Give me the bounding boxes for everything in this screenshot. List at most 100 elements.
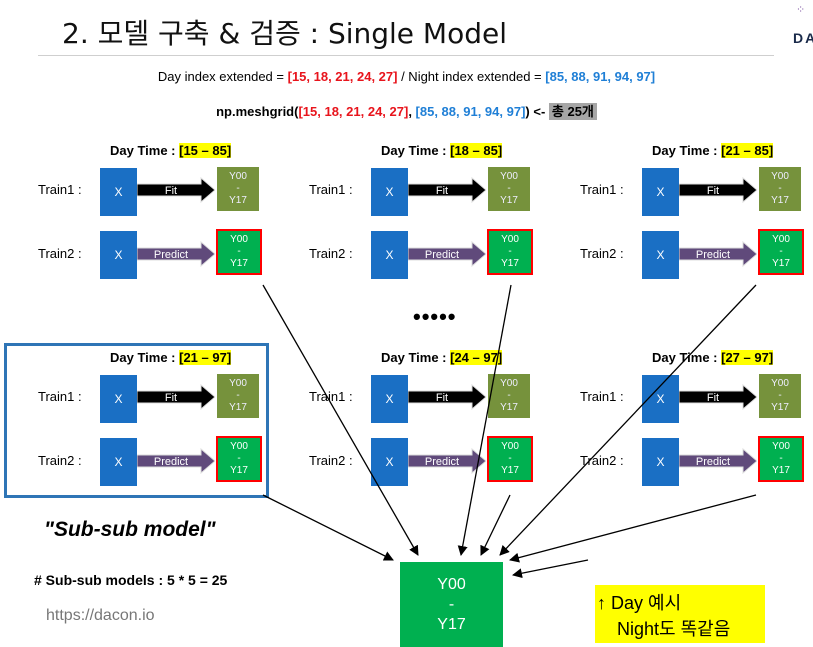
train2-prediction-box-mid: -: [508, 246, 512, 257]
fit-arrow-label: Fit: [707, 185, 719, 197]
predict-arrow-label: Predict: [425, 456, 459, 468]
predict-arrow-label: Predict: [154, 456, 188, 468]
train2-prediction-box-top: Y00: [230, 234, 248, 245]
train1-target-box-bottom: Y17: [229, 195, 247, 206]
train2-prediction-box-mid: -: [779, 453, 783, 464]
connector-line: [512, 559, 589, 579]
train1-target-box-bottom: Y17: [500, 402, 518, 413]
connector-line: [499, 284, 757, 556]
fit-arrow: Fit: [408, 177, 486, 203]
train1-target-box-mid: -: [778, 390, 782, 401]
meshgrid-comma: ,: [408, 104, 416, 119]
train1-target-box: Y00-Y17: [217, 167, 259, 211]
train2-prediction-box-bottom: Y17: [501, 258, 519, 269]
train2-prediction-box-bottom: Y17: [772, 465, 790, 476]
fit-arrow-label: Fit: [436, 392, 448, 404]
page-title: 2. 모델 구축 & 검증 : Single Model: [62, 17, 507, 50]
fit-arrow: Fit: [137, 384, 215, 410]
day-time-range: [18 – 85]: [450, 143, 503, 158]
predict-arrow: Predict: [137, 448, 215, 474]
model-block: Day Time : [27 – 97]Train1 :XFitY00-Y17T…: [580, 350, 813, 490]
day-index-values: [15, 18, 21, 24, 27]: [287, 69, 398, 84]
final-output-bottom: Y17: [437, 615, 466, 633]
train2-prediction-box-mid: -: [237, 453, 241, 464]
train1-target-box: Y00-Y17: [759, 374, 801, 418]
day-time-label: Day Time :: [381, 143, 451, 158]
predict-arrow-label: Predict: [696, 456, 730, 468]
train2-prediction-box-top: Y00: [230, 441, 248, 452]
meshgrid-line: np.meshgrid([15, 18, 21, 24, 27], [85, 8…: [0, 101, 813, 120]
sub-sub-model-frame: [4, 343, 269, 498]
train1-label: Train1 :: [580, 182, 624, 197]
train1-x-box: X: [642, 375, 679, 423]
train2-label: Train2 :: [309, 453, 353, 468]
train2-prediction-box-top: Y00: [772, 234, 790, 245]
day-time-title: Day Time : [15 – 85]: [110, 143, 232, 158]
connector-line: [262, 284, 419, 556]
train1-target-box-mid: -: [236, 183, 240, 194]
train2-x-box: X: [371, 438, 408, 486]
fit-arrow-label: Fit: [165, 392, 177, 404]
sub-sub-model-label: "Sub-sub model": [44, 518, 216, 541]
sub-sub-model-count: # Sub-sub models : 5 * 5 = 25: [34, 572, 228, 588]
predict-arrow: Predict: [679, 241, 757, 267]
train1-label: Train1 :: [580, 389, 624, 404]
day-time-label: Day Time :: [110, 143, 180, 158]
predict-arrow-label: Predict: [425, 249, 459, 261]
train2-prediction-box-top: Y00: [501, 234, 519, 245]
train2-label: Train2 :: [309, 246, 353, 261]
fit-arrow: Fit: [679, 177, 757, 203]
train1-label: Train1 :: [309, 182, 353, 197]
train2-x-box: X: [100, 438, 137, 486]
meshgrid-prefix: np.meshgrid(: [216, 104, 299, 119]
train2-prediction-box: Y00-Y17: [216, 436, 262, 482]
fit-arrow: Fit: [408, 384, 486, 410]
train1-target-box: Y00-Y17: [488, 167, 530, 211]
train2-label: Train2 :: [580, 453, 624, 468]
day-time-title: Day Time : [18 – 85]: [381, 143, 503, 158]
train2-prediction-box: Y00-Y17: [758, 436, 804, 482]
day-time-title: Day Time : [21 – 97]: [110, 350, 232, 365]
train1-target-box-mid: -: [778, 183, 782, 194]
night-index-label: / Night index extended =: [397, 69, 546, 84]
train1-target-box-top: Y00: [771, 378, 789, 389]
train1-x-box: X: [371, 168, 408, 216]
final-output-box: Y00 - Y17: [400, 562, 503, 647]
train1-label: Train1 :: [38, 182, 82, 197]
train1-x-box: X: [642, 168, 679, 216]
meshgrid-night-values: [85, 88, 91, 94, 97]: [415, 104, 526, 119]
train2-prediction-box-bottom: Y17: [772, 258, 790, 269]
day-time-title: Day Time : [27 – 97]: [652, 350, 774, 365]
train2-prediction-box: Y00-Y17: [758, 229, 804, 275]
day-time-label: Day Time :: [381, 350, 451, 365]
title-divider: [38, 55, 774, 56]
fit-arrow-label: Fit: [707, 392, 719, 404]
train1-target-box: Y00-Y17: [217, 374, 259, 418]
train1-target-box-top: Y00: [500, 378, 518, 389]
train1-target-box-top: Y00: [500, 171, 518, 182]
train1-target-box-bottom: Y17: [500, 195, 518, 206]
total-count: 총 25개: [548, 103, 597, 120]
day-index-label: Day index extended =: [157, 69, 288, 84]
day-time-label: Day Time :: [652, 350, 721, 365]
train1-target-box-mid: -: [236, 390, 240, 401]
day-time-range: [21 – 85]: [721, 143, 774, 158]
train2-prediction-box: Y00-Y17: [487, 436, 533, 482]
train1-target-box-bottom: Y17: [771, 195, 789, 206]
fit-arrow-label: Fit: [436, 185, 448, 197]
train2-prediction-box-mid: -: [508, 453, 512, 464]
connector-line: [480, 494, 511, 556]
day-time-range: [24 – 97]: [450, 350, 503, 365]
train1-target-box-top: Y00: [229, 171, 247, 182]
connector-line: [509, 494, 757, 563]
day-time-title: Day Time : [21 – 85]: [652, 143, 774, 158]
train2-prediction-box: Y00-Y17: [487, 229, 533, 275]
train1-target-box-mid: -: [507, 183, 511, 194]
note-line-2: Night도 똑같음: [617, 619, 731, 639]
train2-x-box: X: [100, 231, 137, 279]
day-example-note: ↑ Day 예시 Night도 똑같음: [595, 585, 765, 643]
logo-dots-icon: ⁘: [796, 4, 806, 16]
train2-label: Train2 :: [580, 246, 624, 261]
logo-text: DA: [793, 30, 813, 46]
